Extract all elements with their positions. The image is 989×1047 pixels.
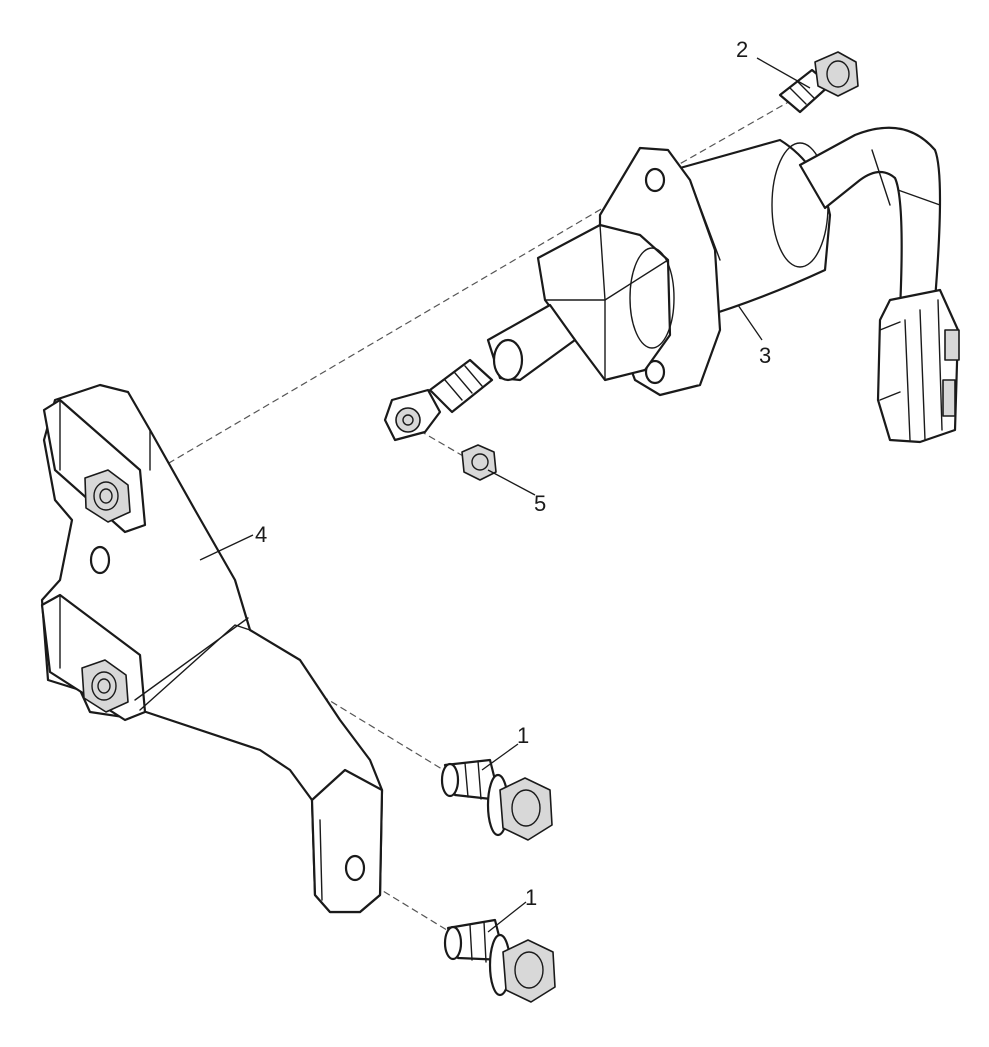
bracket-upper-nut: [84, 469, 131, 523]
solenoid-assembly: [383, 126, 960, 444]
rod-end-nut: [461, 444, 497, 481]
rod-end-eyelet: [383, 388, 442, 442]
callout-1-upper: 1: [517, 723, 529, 748]
callout-1-lower: 1: [525, 885, 537, 910]
mounting-bracket: [40, 383, 384, 914]
harness-connector: [876, 288, 960, 444]
top-bolt: [778, 51, 859, 114]
callout-2: 2: [736, 37, 748, 62]
leader-lines: [199, 57, 811, 933]
bracket-lower-nut: [81, 659, 129, 713]
callout-3: 3: [759, 343, 771, 368]
callout-5: 5: [534, 491, 546, 516]
callout-labels: 2 3 4 5 1 1: [255, 37, 771, 910]
lower-bolt-lower: [443, 918, 556, 1003]
callout-4: 4: [255, 522, 267, 547]
lower-bolt-upper: [440, 758, 553, 841]
